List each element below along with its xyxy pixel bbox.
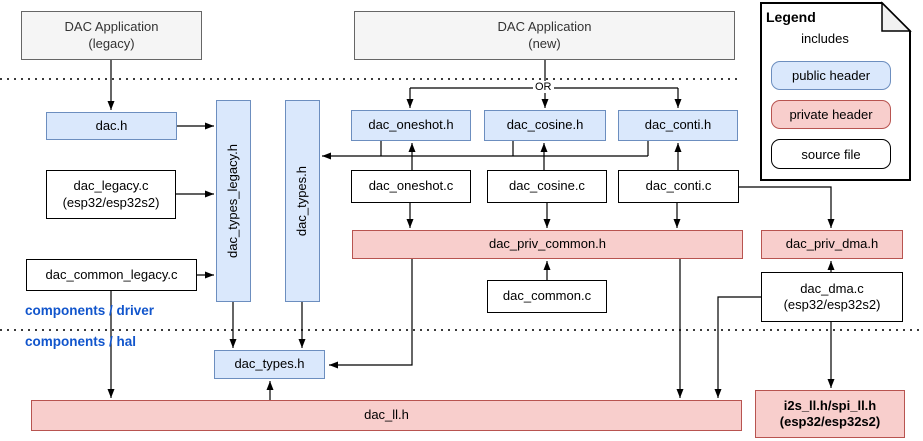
- node-label: dac_cosine.h: [506, 117, 584, 133]
- node-label: dac_cosine.c: [509, 178, 585, 194]
- node-dac-common-c: dac_common.c: [487, 280, 607, 313]
- node-label: dac_priv_dma.h: [785, 236, 879, 252]
- edge-privcommon-haltypes: [329, 259, 413, 369]
- node-dac-cosine-c: dac_cosine.c: [487, 170, 607, 203]
- node-label: DAC Application: [497, 19, 592, 35]
- legend-swatch-public-header: public header: [771, 61, 891, 90]
- legend-includes-label: includes: [801, 31, 849, 46]
- node-dac-priv-common-h: dac_priv_common.h: [352, 230, 743, 259]
- legend-swatch-label: private header: [789, 107, 873, 122]
- section-label-hal: components / hal: [25, 334, 137, 349]
- node-dac-application-legacy: DAC Application (legacy): [21, 11, 202, 60]
- node-label: dac_types_legacy.h: [225, 144, 241, 258]
- section-label-driver: components / driver: [25, 303, 155, 318]
- node-dac-conti-c: dac_conti.c: [618, 170, 739, 203]
- node-i2s-ll-spi-ll-h: i2s_ll.h/spi_ll.h (esp32/esp32s2): [755, 390, 905, 438]
- node-label: (new): [528, 35, 561, 51]
- node-label: (esp32/esp32s2): [783, 297, 881, 312]
- node-label: (legacy): [88, 35, 135, 51]
- node-label: dac.h: [95, 117, 128, 133]
- node-label: dac_types.h: [234, 356, 305, 372]
- legend-swatch-source-file: source file: [771, 139, 891, 169]
- node-dac-oneshot-c: dac_oneshot.c: [351, 170, 471, 203]
- node-dac-dma-c: dac_dma.c (esp32/esp32s2): [761, 272, 903, 322]
- node-label: dac_legacy.c: [73, 178, 149, 194]
- node-label: dac_common_legacy.c: [45, 266, 178, 282]
- legend-swatch-private-header: private header: [771, 100, 891, 129]
- legend-swatch-label: public header: [791, 68, 871, 83]
- node-dac-conti-h: dac_conti.h: [618, 110, 738, 141]
- node-dac-h: dac.h: [46, 112, 177, 140]
- node-dac-ll-h: dac_ll.h: [31, 400, 742, 431]
- legend-frame: [760, 1, 912, 181]
- node-label: dac_dma.c: [800, 280, 864, 296]
- node-label: dac_oneshot.h: [368, 117, 454, 133]
- node-dac-cosine-h: dac_cosine.h: [484, 110, 606, 141]
- node-label: dac_types.h: [294, 165, 310, 237]
- or-label: OR: [533, 81, 554, 93]
- node-dac-common-legacy-c: dac_common_legacy.c: [26, 259, 197, 291]
- node-dac-legacy-c: dac_legacy.c (esp32/esp32s2): [46, 170, 176, 219]
- node-label: dac_common.c: [502, 288, 592, 304]
- edge-contic-privdma: [739, 186, 835, 228]
- node-label: dac_conti.h: [644, 117, 712, 133]
- legend-title: Legend: [766, 9, 816, 25]
- node-label: (esp32/esp32s2): [62, 194, 160, 210]
- legend-swatch-label: source file: [801, 146, 861, 162]
- node-label: (esp32/esp32s2): [779, 414, 881, 429]
- node-label: dac_ll.h: [364, 407, 409, 423]
- node-label: dac_priv_common.h: [488, 236, 607, 252]
- node-dac-oneshot-h: dac_oneshot.h: [351, 110, 471, 141]
- node-dac-types-h-hal: dac_types.h: [214, 350, 325, 379]
- node-label: DAC Application: [64, 19, 159, 35]
- node-dac-priv-dma-h: dac_priv_dma.h: [761, 230, 903, 259]
- node-label: dac_conti.c: [645, 178, 712, 194]
- node-dac-application-new: DAC Application (new): [354, 11, 735, 60]
- node-dac-types-legacy-h: dac_types_legacy.h: [216, 100, 251, 302]
- node-label: i2s_ll.h/spi_ll.h: [783, 397, 877, 413]
- node-label: dac_oneshot.c: [368, 178, 454, 194]
- edge-dmac-dacll: [714, 296, 761, 398]
- node-dac-types-h-driver: dac_types.h: [285, 100, 320, 302]
